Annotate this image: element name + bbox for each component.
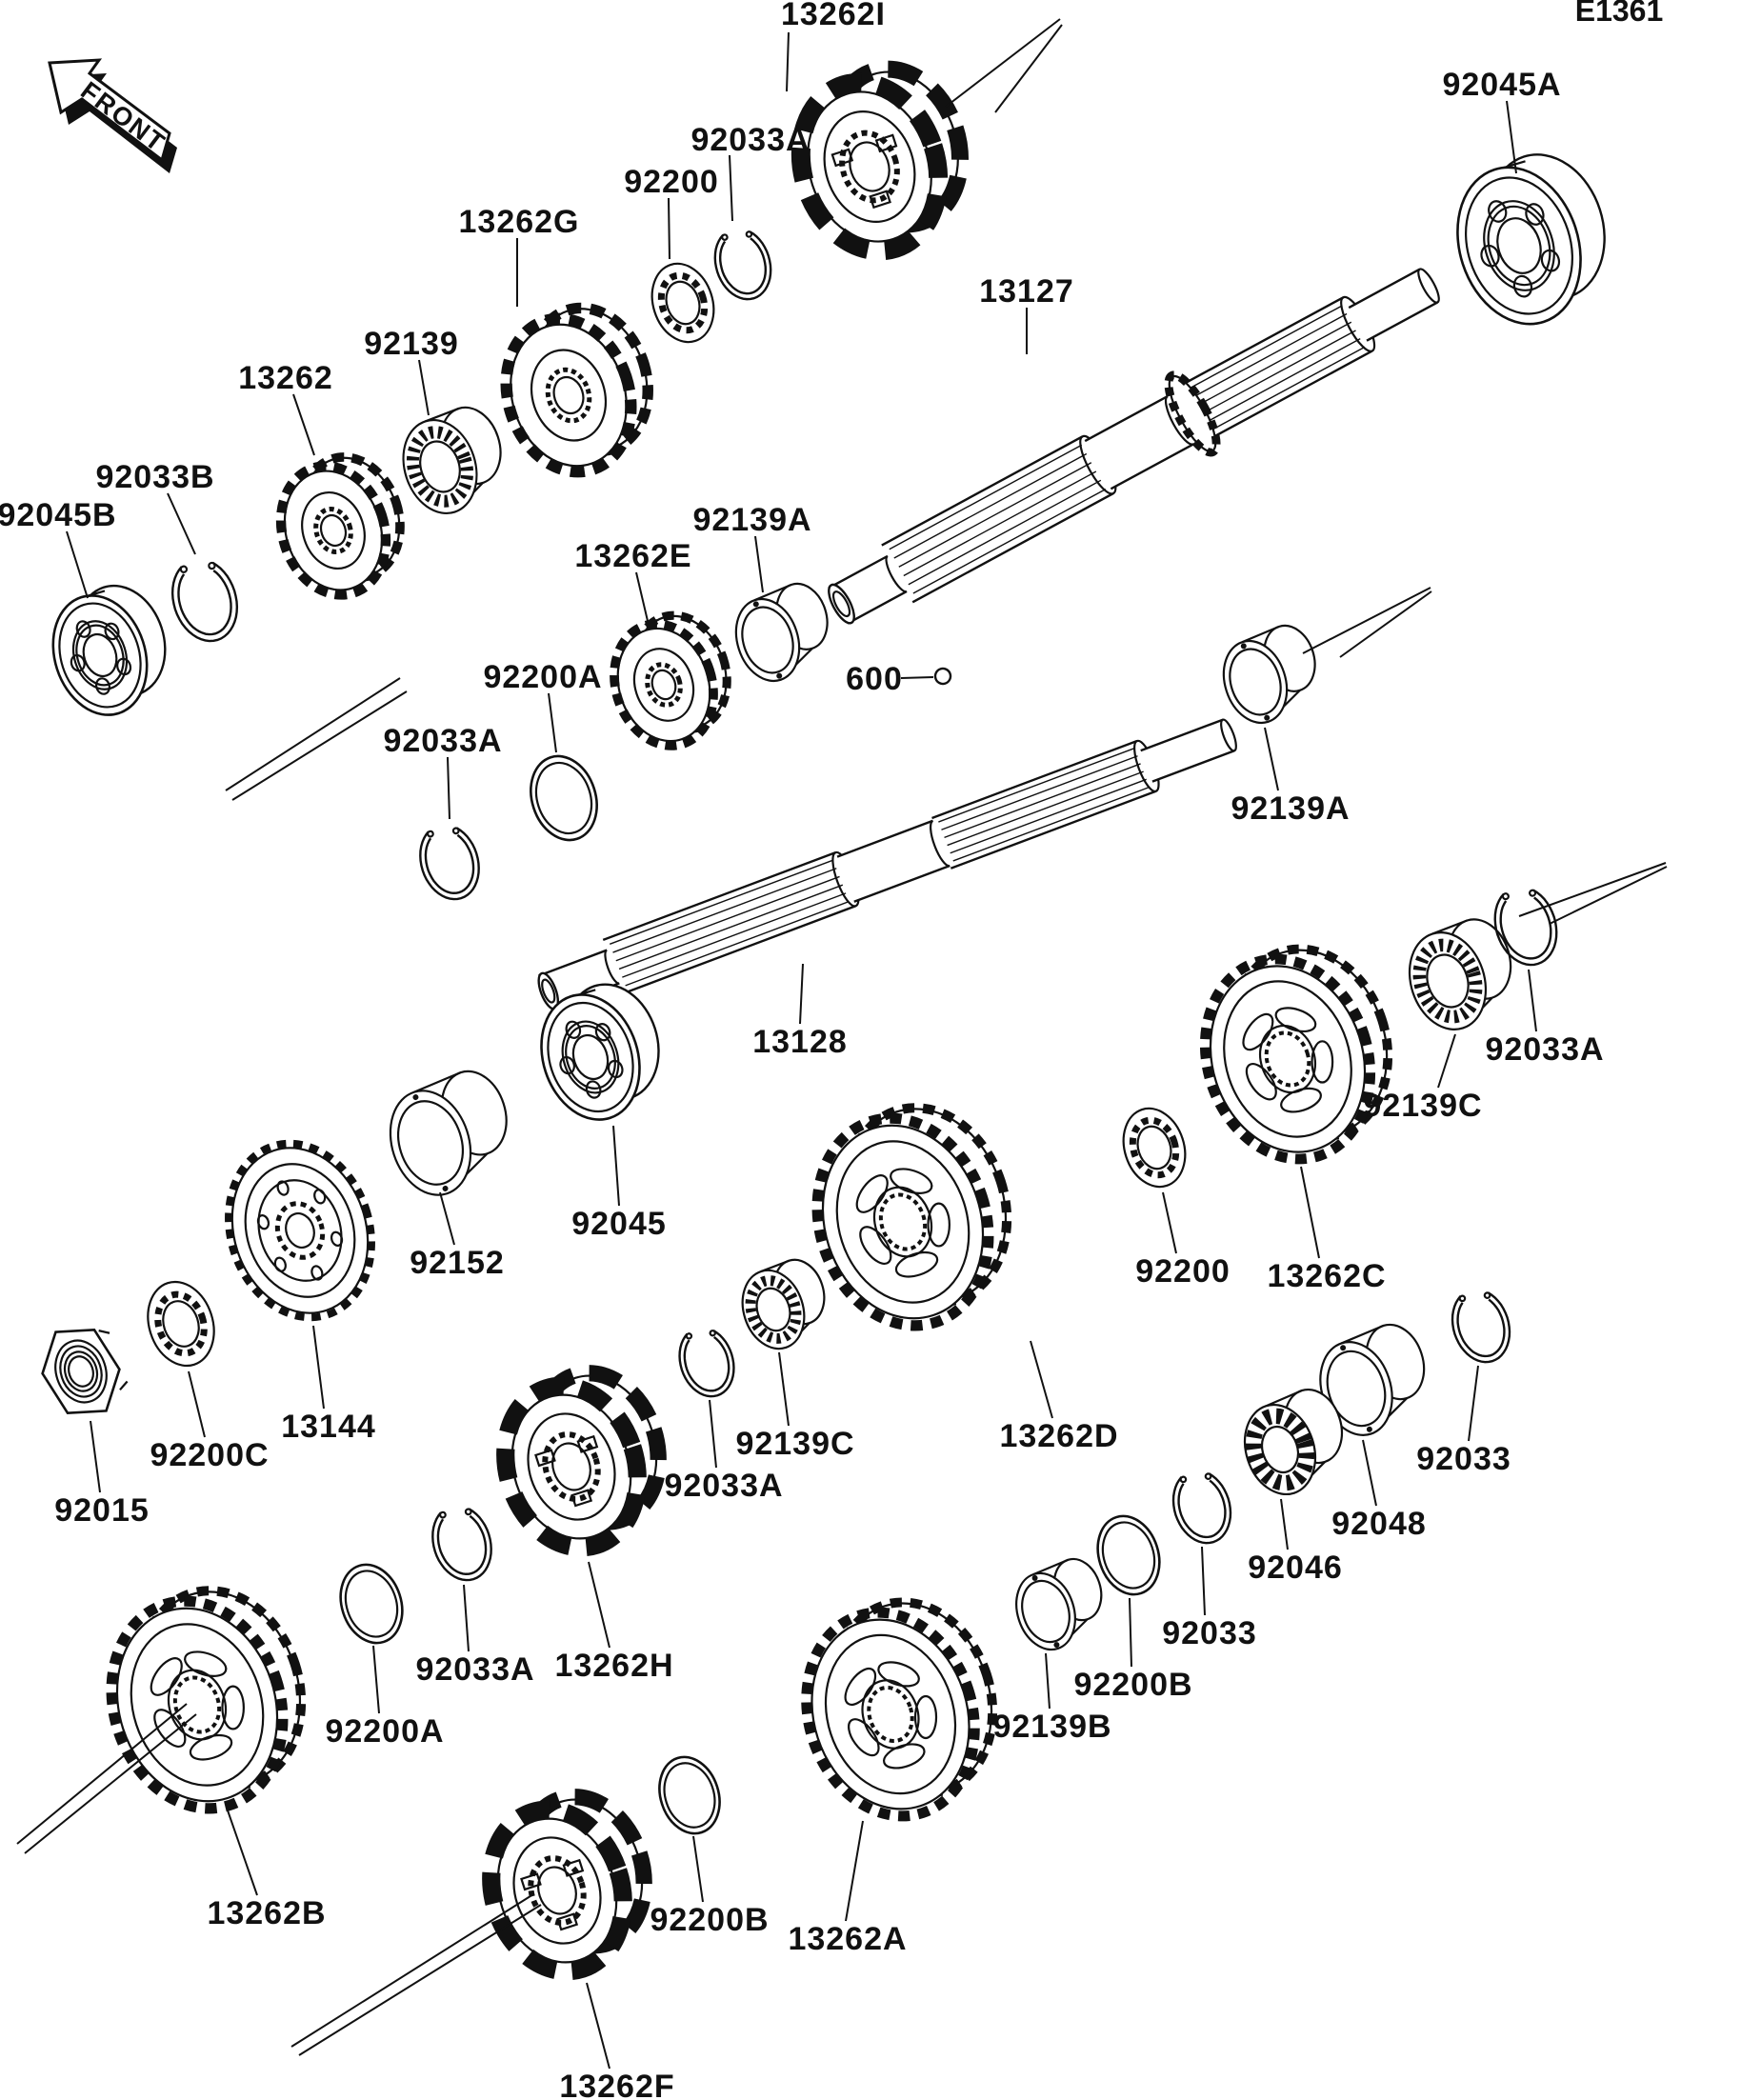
part-gear-13262B xyxy=(106,1586,307,1814)
part-circlip-92033-1 xyxy=(1451,1291,1511,1364)
part-number-label-92200: 92200 xyxy=(1135,1253,1231,1290)
part-number-label-13262I: 13262I xyxy=(781,0,886,32)
part-number-label-92200A: 92200A xyxy=(325,1713,444,1750)
part-gear-13262 xyxy=(275,452,405,600)
part-number-label-13128: 13128 xyxy=(752,1024,848,1060)
part-number-label-13262C: 13262C xyxy=(1267,1258,1386,1294)
part-number-label-92139A: 92139A xyxy=(1231,790,1350,827)
part-circlip-92033A-2 xyxy=(419,827,480,901)
front-direction-arrow: FRONT xyxy=(48,58,177,173)
part-number-label-92152: 92152 xyxy=(410,1245,505,1281)
part-number-label-92139C: 92139C xyxy=(1363,1088,1482,1124)
part-gear-13262H xyxy=(496,1365,667,1557)
part-number-label-92033A: 92033A xyxy=(1485,1031,1604,1068)
part-bushing-92048 xyxy=(1319,1323,1426,1436)
part-number-label-92033A: 92033A xyxy=(415,1651,534,1688)
part-washer-92200-mid xyxy=(1122,1107,1187,1189)
drawing-code: E1361 xyxy=(1575,0,1664,28)
part-number-label-92045B: 92045B xyxy=(0,497,117,533)
part-ring-92200A-1 xyxy=(530,754,598,842)
part-number-label-92139: 92139 xyxy=(364,326,459,362)
part-number-label-600: 600 xyxy=(846,661,903,697)
part-needle-bearing-92139 xyxy=(402,406,502,515)
part-gear-13262D xyxy=(811,1103,1012,1331)
part-number-label-92200B: 92200B xyxy=(650,1902,769,1938)
part-washer-92200C xyxy=(147,1280,215,1368)
part-needle-bearing-92139C-2 xyxy=(741,1258,826,1350)
front-arrow-face xyxy=(48,58,171,163)
part-bearing-92045A xyxy=(1456,153,1606,326)
part-number-label-13262A: 13262A xyxy=(788,1921,907,1957)
assembly-direction-arrows xyxy=(16,18,1668,2056)
part-number-label-92139B: 92139B xyxy=(992,1709,1111,1745)
part-ball-600 xyxy=(933,667,952,686)
part-sprocket-13144 xyxy=(225,1139,375,1322)
part-bushing-92152 xyxy=(389,1070,508,1196)
part-bearing-92045 xyxy=(540,983,660,1121)
part-circlip-92033A-5 xyxy=(431,1508,492,1582)
part-number-label-92048: 92048 xyxy=(1331,1506,1427,1542)
part-bearing-92045B xyxy=(51,584,167,716)
part-number-label-13262F: 13262F xyxy=(559,2069,674,2100)
part-bushing-92139A-2 xyxy=(1222,624,1316,725)
part-number-label-13262: 13262 xyxy=(238,360,333,396)
part-number-label-92139A: 92139A xyxy=(692,502,811,538)
part-cage-bearing-92046 xyxy=(1244,1388,1344,1496)
part-nut-92015 xyxy=(41,1328,129,1415)
part-number-label-92033: 92033 xyxy=(1416,1441,1511,1477)
part-number-label-13262D: 13262D xyxy=(999,1418,1118,1454)
part-number-label-92033A: 92033A xyxy=(383,723,502,759)
part-number-label-13127: 13127 xyxy=(979,273,1074,310)
part-number-label-92200C: 92200C xyxy=(150,1437,269,1473)
part-circlip-92033B xyxy=(170,561,239,643)
part-circlip-92033A-3 xyxy=(1493,889,1558,967)
part-number-label-13262H: 13262H xyxy=(554,1648,673,1684)
front-arrow-label: FRONT xyxy=(75,76,170,158)
shaft-13128 xyxy=(537,718,1237,1010)
part-number-label-92033: 92033 xyxy=(1162,1615,1257,1651)
part-number-label-92033B: 92033B xyxy=(95,459,214,495)
part-gear-13262I xyxy=(790,60,969,261)
part-gear-13262G xyxy=(500,302,653,478)
part-number-label-92045: 92045 xyxy=(571,1206,667,1242)
part-number-label-13262G: 13262G xyxy=(459,204,580,240)
part-number-label-92015: 92015 xyxy=(54,1492,150,1529)
part-ring-92200A-2 xyxy=(339,1563,404,1645)
part-number-label-13262B: 13262B xyxy=(207,1895,326,1931)
part-ring-92200B-2 xyxy=(658,1755,721,1835)
part-number-label-92139C: 92139C xyxy=(735,1426,854,1462)
part-gear-13262A xyxy=(801,1597,998,1822)
part-bushing-92139A-1 xyxy=(734,582,829,683)
part-gear-13262F xyxy=(482,1789,652,1981)
part-needle-bearing-92139C-1 xyxy=(1408,918,1512,1030)
part-circlip-92033-2 xyxy=(1171,1472,1232,1545)
part-bushing-92139B xyxy=(1015,1557,1103,1651)
part-gear-13262C xyxy=(1199,944,1393,1165)
part-number-label-92045A: 92045A xyxy=(1442,67,1561,103)
part-circlip-92033A-4 xyxy=(678,1330,735,1398)
part-number-label-92200A: 92200A xyxy=(483,659,602,695)
part-number-label-92200B: 92200B xyxy=(1073,1667,1192,1703)
part-gear-13262E xyxy=(610,610,731,750)
part-number-label-92033A: 92033A xyxy=(690,122,810,158)
part-number-label-13262E: 13262E xyxy=(574,538,691,574)
part-washer-92200-top xyxy=(650,262,715,344)
part-number-label-92046: 92046 xyxy=(1248,1550,1343,1586)
shaft-13127 xyxy=(828,268,1440,625)
part-number-label-92033A: 92033A xyxy=(664,1468,783,1504)
part-number-label-13144: 13144 xyxy=(281,1409,376,1445)
part-circlip-92033A-top xyxy=(713,230,772,301)
part-ring-92200B-1 xyxy=(1096,1514,1161,1596)
part-number-label-92200: 92200 xyxy=(624,164,719,200)
part-labels: 13262I 92045A 92033A 92200 13262G 13127 92139 1… xyxy=(0,0,1604,2100)
generated-parts-layer: 13262I 92045A 92033A 92200 13262G 13127 92139 1… xyxy=(0,0,1668,2100)
